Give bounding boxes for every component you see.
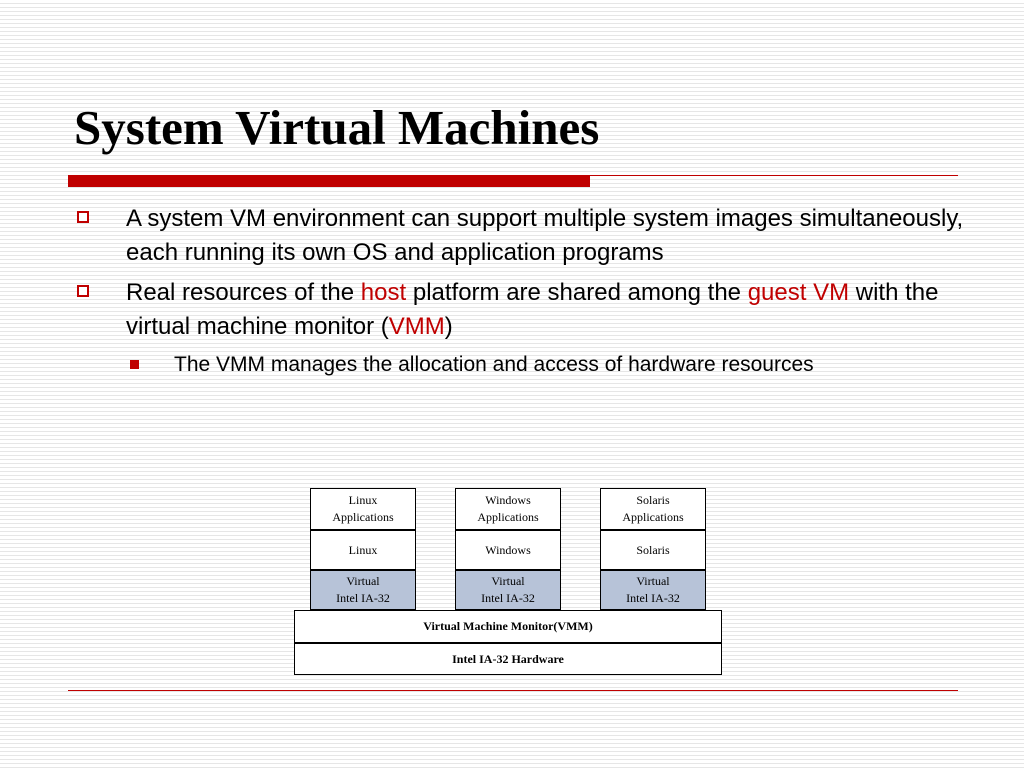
linux-virtual-hardware-box: Virtual Intel IA-32 xyxy=(310,570,416,610)
solaris-applications-box: Solaris Applications xyxy=(600,488,706,530)
title-underline-thin xyxy=(68,175,958,176)
vmm-layer-box: Virtual Machine Monitor(VMM) xyxy=(294,610,722,643)
windows-os-box: Windows xyxy=(455,530,561,570)
hollow-square-bullet-icon xyxy=(77,211,89,223)
highlight-guest-vm: guest VM xyxy=(747,279,850,306)
title-underline-thick xyxy=(68,176,590,187)
windows-applications-box: Windows Applications xyxy=(455,488,561,530)
linux-os-box: Linux xyxy=(310,530,416,570)
windows-virtual-hardware-box: Virtual Intel IA-32 xyxy=(455,570,561,610)
sub-bullet-item-1: The VMM manages the allocation and acces… xyxy=(126,350,996,380)
linux-applications-box: Linux Applications xyxy=(310,488,416,530)
bullet-list: A system VM environment can support mult… xyxy=(76,202,996,386)
bullet-text-segment: Real resources of the xyxy=(126,279,361,306)
filled-square-bullet-icon xyxy=(130,360,139,369)
highlight-vmm: VMM xyxy=(388,313,445,340)
bullet-text: A system VM environment can support mult… xyxy=(126,205,964,266)
footer-rule xyxy=(68,690,958,691)
solaris-os-box: Solaris xyxy=(600,530,706,570)
hardware-layer-box: Intel IA-32 Hardware xyxy=(294,643,722,675)
bullet-text-segment: ) xyxy=(444,313,453,340)
solaris-virtual-hardware-box: Virtual Intel IA-32 xyxy=(600,570,706,610)
bullet-item-1: A system VM environment can support mult… xyxy=(76,202,996,270)
bullet-item-2: Real resources of the host platform are … xyxy=(76,276,996,344)
bullet-text-segment: with the virtual machine monitor ( xyxy=(126,279,939,340)
highlight-host: host xyxy=(360,279,407,306)
slide-title: System Virtual Machines xyxy=(74,100,600,155)
hollow-square-bullet-icon xyxy=(77,285,89,297)
sub-bullet-text: The VMM manages the allocation and acces… xyxy=(174,353,814,376)
bullet-text-segment: platform are shared among the xyxy=(406,279,748,306)
